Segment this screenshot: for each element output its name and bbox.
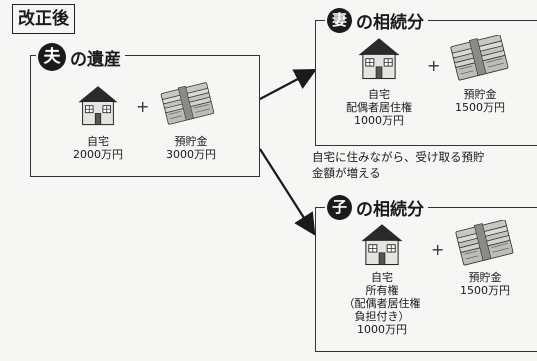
plus-icon: + [431, 240, 445, 259]
child-title-text: の相続分 [356, 200, 424, 220]
husband-estate-title: 夫 の遺産 [36, 43, 125, 71]
child-home-amount: 1000万円 [357, 323, 407, 336]
wife-savings-label: 預貯金 [463, 88, 497, 101]
child-share-title: 子 の相続分 [325, 195, 428, 220]
husband-badge: 夫 [38, 43, 66, 71]
house-icon [360, 223, 404, 266]
house-icon [77, 85, 119, 126]
child-home-label: 自宅 [371, 271, 393, 284]
husband-savings-amount: 3000万円 [166, 148, 216, 161]
child-home-burden-line2: 負担付き） [354, 310, 410, 323]
child-home-burden-line1: （配偶者居住権 [343, 297, 421, 310]
wife-savings-amount: 1500万円 [455, 101, 505, 114]
arrow-to-child [259, 148, 316, 236]
wife-share-title: 妻 の相続分 [325, 8, 428, 33]
wife-title-text: の相続分 [356, 13, 424, 33]
husband-title-text: の遺産 [70, 49, 121, 70]
note-line-2: 金額が増える [312, 166, 381, 180]
child-savings-amount: 1500万円 [460, 284, 510, 297]
wife-home-amount: 1000万円 [354, 114, 404, 127]
child-savings-label: 預貯金 [468, 271, 502, 284]
note-line-1: 自宅に住みながら、受け取る預貯 [312, 150, 485, 164]
plus-icon: + [136, 97, 150, 116]
husband-home-amount: 2000万円 [73, 148, 123, 161]
husband-estate-panel [30, 55, 260, 177]
arrow-to-wife [259, 68, 317, 100]
child-home-ownership: 所有権 [365, 284, 399, 297]
wife-home-right: 配偶者居住権 [346, 101, 412, 114]
wife-badge: 妻 [327, 8, 352, 33]
money-stack-icon [449, 35, 509, 81]
money-stack-icon [160, 82, 215, 125]
child-badge: 子 [327, 195, 352, 220]
husband-home-label: 自宅 [87, 135, 109, 148]
money-stack-icon [454, 220, 514, 266]
plus-icon: + [427, 56, 441, 75]
husband-savings-label: 預貯金 [174, 135, 208, 148]
wife-home-label: 自宅 [368, 88, 390, 101]
heading-label: 改正後 [12, 4, 75, 34]
house-icon [357, 37, 401, 80]
